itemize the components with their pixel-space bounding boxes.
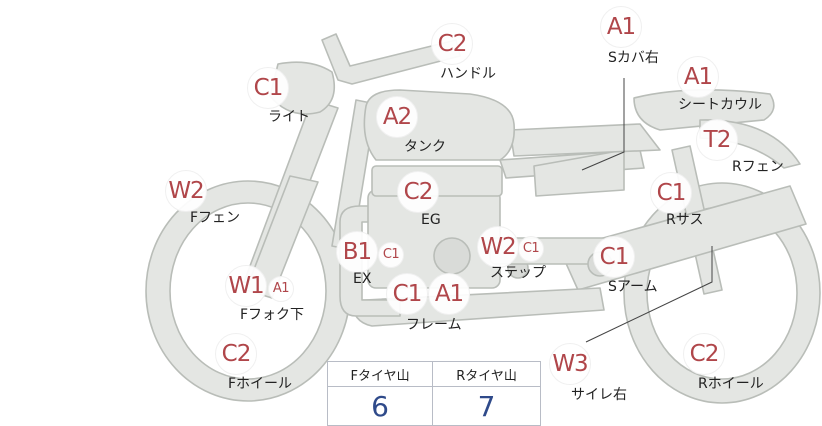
frame-code-2: A1 — [428, 273, 470, 315]
handle-label: ハンドル — [440, 66, 496, 82]
rear-tread-header: Rタイヤ山 — [432, 361, 541, 387]
step-label: ステップ — [490, 265, 546, 281]
engine-code: C2 — [397, 171, 439, 213]
seat-cowl-code: A1 — [677, 56, 719, 98]
tire-tread-table: Fタイヤ山 Rタイヤ山 6 7 — [326, 361, 541, 426]
tire-tread-header-row: Fタイヤ山 Rタイヤ山 — [326, 361, 541, 387]
exhaust-label: EX — [353, 271, 372, 287]
side-stand-code: W3 — [549, 343, 591, 385]
f-fork-code-2: A1 — [268, 276, 294, 302]
frame-code: C1 — [386, 273, 428, 315]
sheet-cover-code: A1 — [600, 6, 642, 48]
light-label: ライト — [268, 109, 310, 125]
f-wheel-label: Fホイール — [228, 376, 293, 392]
tire-tread-value-row: 6 7 — [326, 386, 541, 426]
seat — [509, 123, 661, 157]
light-code: C1 — [247, 67, 289, 109]
frame-label: フレーム — [406, 317, 462, 333]
f-fork-label: Fフォク下 — [240, 307, 305, 323]
headlight — [269, 61, 336, 115]
handle-code: C2 — [431, 23, 473, 65]
front-tread-value: 6 — [326, 386, 434, 426]
exhaust-code: B1 — [336, 231, 378, 273]
f-fender-code: W2 — [165, 170, 207, 212]
leader-sheet-cover — [581, 78, 625, 171]
front-tread-header: Fタイヤ山 — [326, 361, 434, 387]
r-wheel-code: C2 — [683, 333, 725, 375]
exhaust-code-2: C1 — [378, 242, 404, 268]
f-fender-label: Fフェン — [190, 210, 241, 226]
side-stand-label: サイレ右 — [571, 387, 627, 403]
tank-label: タンク — [404, 139, 446, 155]
r-suspension-code: C1 — [650, 172, 692, 214]
r-fender-code: T2 — [696, 119, 738, 161]
r-suspension-label: Rサス — [666, 212, 704, 228]
f-fork-code: W1 — [225, 265, 267, 307]
rear-tread-value: 7 — [432, 386, 541, 426]
r-wheel-label: Rホイール — [698, 376, 764, 392]
step-code-2: C1 — [518, 236, 544, 262]
leader-side-stand — [585, 246, 713, 343]
engine-cover — [433, 237, 471, 275]
sheet-cover-label: Sカバ右 — [608, 50, 659, 66]
seat-cowl-label: シートカウル — [678, 97, 762, 113]
r-fender-label: Rフェン — [732, 159, 784, 175]
swing-arm-label: Sアーム — [608, 279, 658, 295]
swing-arm-code: C1 — [593, 236, 635, 278]
step-code: W2 — [477, 226, 519, 268]
engine-label: EG — [421, 212, 441, 228]
tank-code: A2 — [376, 96, 418, 138]
f-wheel-code: C2 — [215, 333, 257, 375]
